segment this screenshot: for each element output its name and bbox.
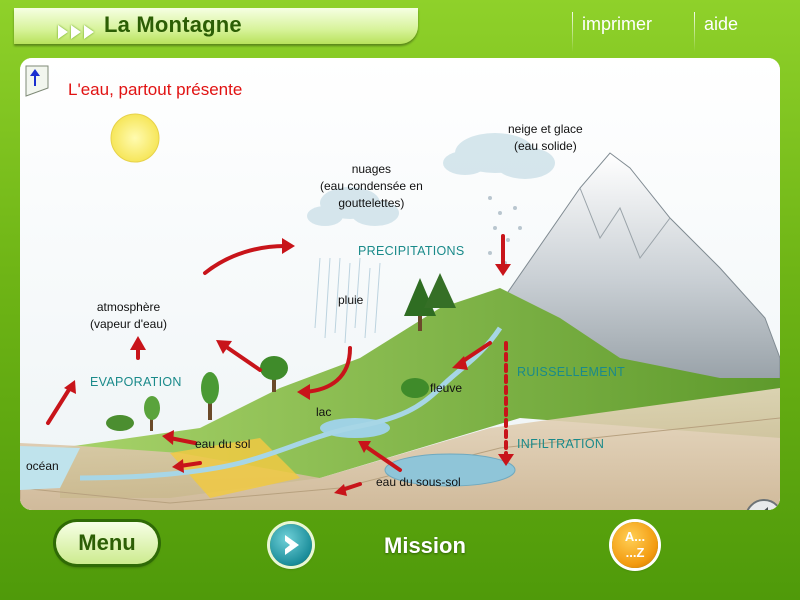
az-bottom-label: ...Z (625, 545, 645, 560)
az-top-label: A... (624, 529, 646, 544)
mission-label: Mission (384, 533, 466, 558)
label-ocean: océan (26, 459, 59, 473)
header-bar (14, 8, 418, 44)
label-clouds: nuages (eau condensée en gouttelettes) (320, 162, 423, 210)
help-link[interactable]: aide (704, 14, 739, 34)
label-rain: pluie (338, 293, 364, 307)
glossary-az-button[interactable]: A... ...Z (612, 522, 658, 568)
separator (694, 12, 695, 52)
content-panel: L'eau, partout présente neige et glace (… (20, 58, 780, 510)
process-evaporation: EVAPORATION (90, 375, 182, 389)
section-title: L'eau, partout présente (68, 80, 243, 99)
next-button[interactable] (270, 524, 312, 566)
label-lake: lac (316, 405, 332, 419)
water-cycle-illustration (20, 58, 780, 510)
process-runoff: RUISSELLEMENT (517, 365, 626, 379)
menu-label: Menu (78, 530, 136, 555)
next-arrow-icon (285, 535, 299, 555)
app-title: La Montagne (104, 12, 242, 37)
menu-button[interactable]: Menu (56, 522, 158, 564)
chevrons-icon (58, 20, 97, 44)
label-river: fleuve (430, 381, 463, 395)
print-link[interactable]: imprimer (582, 14, 652, 34)
back-button[interactable] (24, 64, 50, 98)
label-groundwater: eau du sous-sol (376, 475, 461, 489)
speaker-button[interactable] (744, 496, 780, 510)
back-arrow-icon (25, 65, 49, 97)
process-precipitations: PRECIPITATIONS (358, 244, 465, 258)
separator (572, 12, 573, 52)
process-infiltration: INFILTRATION (517, 437, 605, 451)
label-soil-water: eau du sol (195, 437, 251, 451)
label-snow-ice: neige et glace (eau solide) (508, 122, 583, 153)
label-atmosphere: atmosphère (vapeur d'eau) (90, 300, 168, 331)
speaker-icon (746, 499, 780, 510)
